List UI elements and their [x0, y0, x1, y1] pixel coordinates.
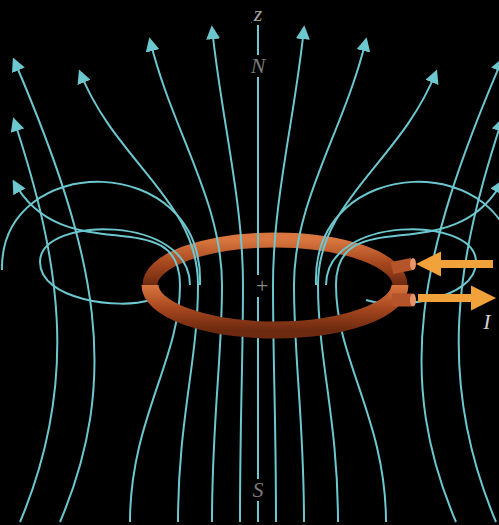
- lead-lower: [392, 294, 412, 307]
- field-line: [14, 60, 95, 522]
- axis-label: N: [249, 55, 268, 77]
- field-line: [40, 229, 190, 303]
- field-line: [273, 28, 304, 522]
- wire-loop-front: [150, 285, 400, 330]
- field-line: [150, 40, 222, 522]
- lead-upper: [392, 264, 412, 268]
- field-line: [336, 182, 499, 522]
- axis-label: I: [481, 311, 492, 333]
- current-arrow-out: [418, 294, 486, 302]
- field-line: [14, 120, 57, 522]
- axis-label: z: [252, 3, 265, 25]
- field-line: [212, 28, 243, 522]
- lead-end: [410, 258, 416, 270]
- field-line: [459, 120, 499, 522]
- field-line: [294, 40, 366, 522]
- axis-label: +: [253, 275, 272, 297]
- field-line: [257, 12, 259, 522]
- lead-end: [410, 294, 416, 307]
- current-arrow-in: [426, 260, 493, 268]
- field-line: [421, 60, 499, 522]
- axis-label: S: [251, 479, 266, 501]
- field-lines: [2, 12, 499, 522]
- field-line: [2, 182, 200, 285]
- field-line: [316, 182, 499, 285]
